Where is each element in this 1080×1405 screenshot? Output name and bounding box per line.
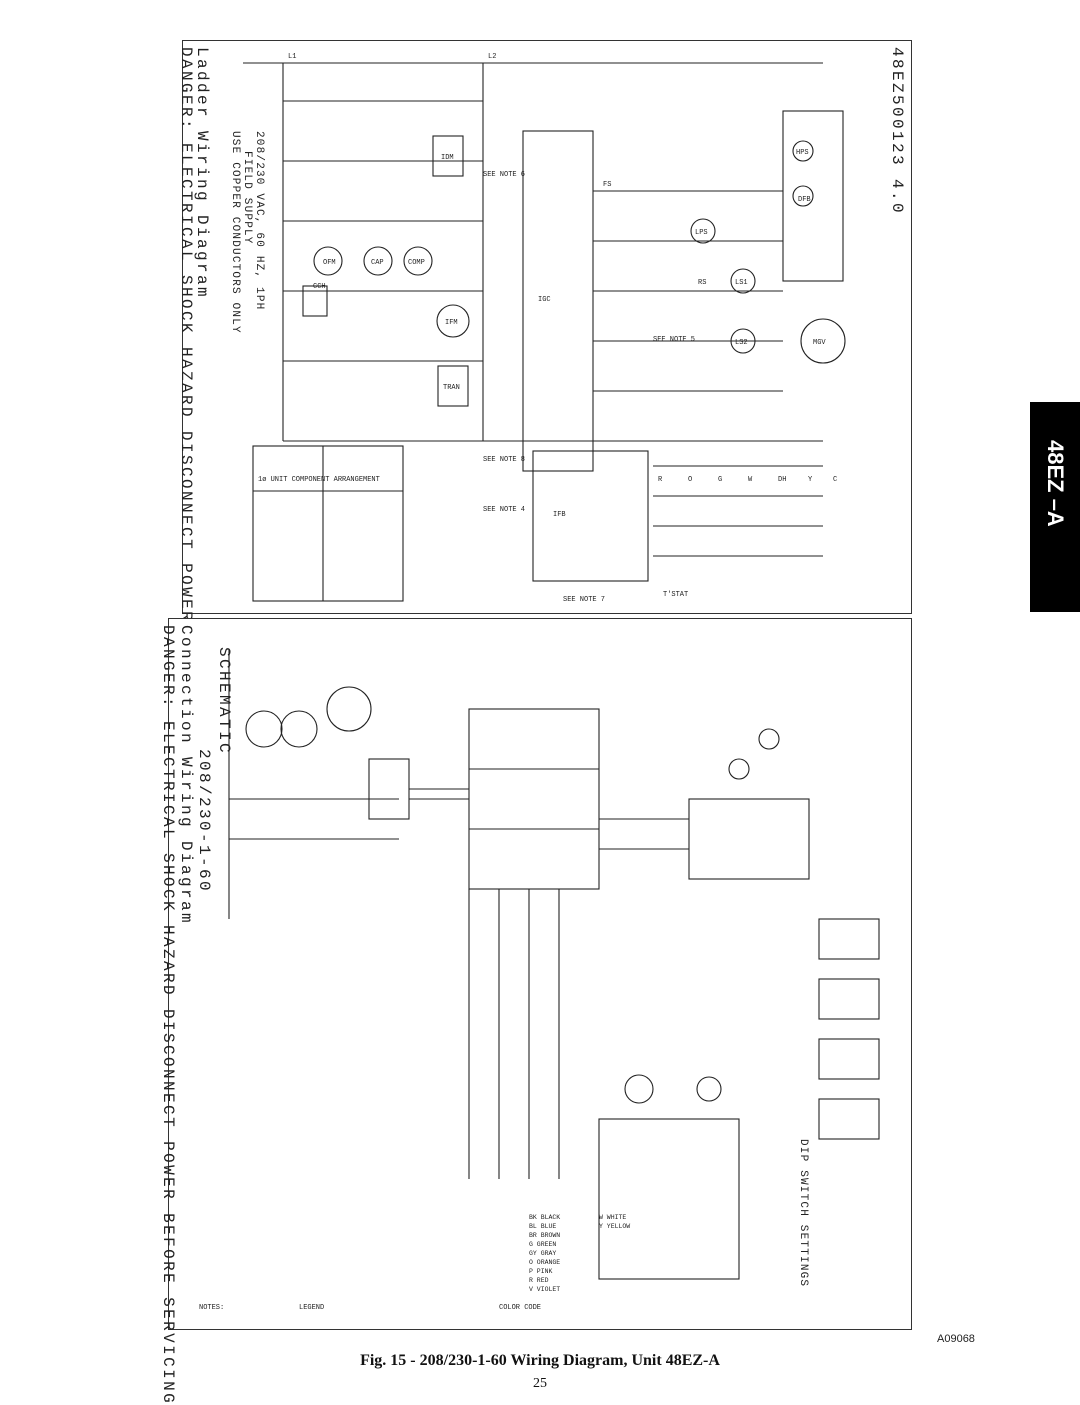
- connection-notes-heading: NOTES:: [199, 1304, 224, 1312]
- page-number: 25: [533, 1376, 547, 1391]
- ladder-tran-label: TRAN: [443, 384, 460, 392]
- ladder-supply-label: FIELD SUPPLY: [241, 151, 253, 245]
- ladder-dfb-label: DFB: [798, 196, 811, 204]
- ladder-diagram-panel: L1 L2 CCH OFM CAP COMP IFM IDM TRAN IGC …: [177, 40, 912, 827]
- ladder-diagram-schematic: L1 L2 CCH OFM CAP COMP IFM IDM TRAN IGC …: [243, 53, 846, 604]
- color-code-w: W WHITE: [599, 1214, 626, 1221]
- side-tab: 48EZ –A: [1030, 402, 1080, 612]
- ladder-part-number: 48EZ500123 4.0: [888, 47, 906, 216]
- ladder-ifb-label: IFB: [553, 511, 566, 519]
- ladder-cch-label: CCH: [313, 283, 326, 291]
- ladder-ls1-label: LS1: [735, 279, 748, 287]
- ladder-tstat-c: C: [833, 476, 837, 484]
- color-code-r: R RED: [529, 1277, 549, 1284]
- color-code-bk: BK BLACK: [529, 1214, 560, 1221]
- connection-schematic-rating: 208/230-1-60: [195, 749, 213, 894]
- ladder-note-6: SEE NOTE 6: [483, 171, 525, 179]
- ladder-ifm-label: IFM: [445, 319, 458, 327]
- connection-legend-heading: LEGEND: [299, 1304, 324, 1312]
- ladder-tstat-dh: DH: [778, 476, 786, 484]
- figure-caption: Fig. 15 - 208/230-1-60 Wiring Diagram, U…: [360, 1352, 720, 1369]
- color-code-v: V VIOLET: [529, 1286, 560, 1293]
- ladder-rs-label: RS: [698, 279, 706, 287]
- connection-color-code-heading: COLOR CODE: [499, 1304, 541, 1312]
- ladder-tstat-o: O: [688, 476, 692, 484]
- ladder-idm-label: IDM: [441, 154, 454, 162]
- ladder-lps-label: LPS: [695, 229, 708, 237]
- connection-diagram-panel: NOTES: LEGEND COLOR CODE BK BLACK BL BLU…: [159, 618, 912, 1405]
- connection-schematic-label: SCHEMATIC: [215, 647, 233, 756]
- ladder-hps-label: HPS: [796, 149, 809, 157]
- ladder-note-4: SEE NOTE 4: [483, 506, 525, 514]
- color-code-g: G GREEN: [529, 1241, 556, 1248]
- ladder-tstat-w: W: [748, 476, 753, 484]
- ladder-arrangement-label: 1ø UNIT COMPONENT ARRANGEMENT: [258, 476, 380, 484]
- ladder-comp-label: COMP: [408, 259, 425, 267]
- connection-title: Connection Wiring Diagram: [177, 625, 195, 926]
- ladder-l1-label: L1: [288, 53, 296, 61]
- ladder-note-5: SEE NOTE 5: [653, 336, 695, 344]
- ladder-l2-label: L2: [488, 53, 496, 61]
- ladder-note-8: SEE NOTE 8: [483, 456, 525, 464]
- ladder-ls2-label: LS2: [735, 339, 748, 347]
- color-code-br: BR BROWN: [529, 1232, 560, 1239]
- ladder-fs-label: FS: [603, 181, 611, 189]
- connection-diagram-schematic: NOTES: LEGEND COLOR CODE BK BLACK BL BLU…: [199, 649, 880, 1312]
- ladder-note-7: SEE NOTE 7: [563, 596, 605, 604]
- drawing-code: A09068: [937, 1333, 975, 1345]
- color-code-gy: GY GRAY: [529, 1250, 556, 1257]
- ladder-title: Ladder Wiring Diagram: [193, 47, 211, 300]
- ladder-ofm-label: OFM: [323, 259, 336, 267]
- ladder-tstat-label: T'STAT: [663, 591, 688, 599]
- color-code-y: Y YELLOW: [599, 1223, 630, 1230]
- side-tab-label: 48EZ –A: [1043, 440, 1068, 527]
- dip-switch-label: DIP SWITCH SETTINGS: [797, 1139, 809, 1288]
- connection-warning: DANGER: ELECTRICAL SHOCK HAZARD DISCONNE…: [159, 625, 177, 1405]
- color-code-o: O ORANGE: [529, 1259, 560, 1266]
- ladder-supply-rating: 208/230 VAC, 60 HZ, 1PH: [253, 131, 265, 311]
- ladder-tstat-y: Y: [808, 476, 813, 484]
- ladder-tstat-g: G: [718, 476, 722, 484]
- ladder-tstat-r: R: [658, 476, 663, 484]
- ladder-mgv-label: MGV: [813, 339, 826, 347]
- ladder-cap-label: CAP: [371, 259, 384, 267]
- ladder-igc-label: IGC: [538, 296, 551, 304]
- ladder-supply-note: USE COPPER CONDUCTORS ONLY: [229, 131, 241, 334]
- color-code-p: P PINK: [529, 1268, 553, 1275]
- color-code-bl: BL BLUE: [529, 1223, 556, 1230]
